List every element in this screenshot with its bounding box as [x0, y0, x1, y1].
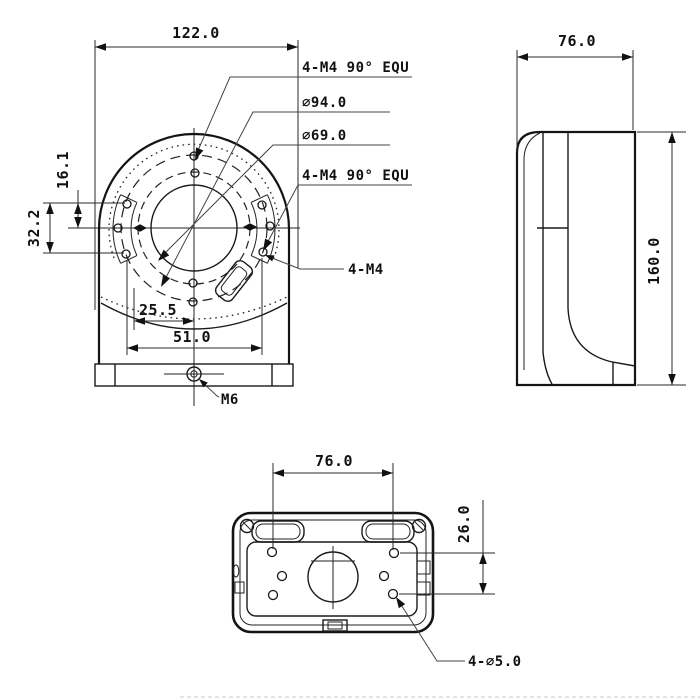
front-center-hole: [150, 184, 238, 272]
edge-clips: [232, 560, 431, 632]
side-view: 76.0 160.0: [515, 32, 686, 387]
dim-side-height: 160.0: [637, 131, 686, 386]
callout-m6: M6: [199, 379, 239, 408]
callout-dia94: ∅94.0: [161, 95, 390, 287]
dim-hole-spacing: 32.2: [25, 202, 125, 254]
bottom-center-hole: [307, 546, 359, 609]
bottom-view: 76.0 26.0 4-∅5.0: [231, 452, 522, 670]
dia94-label: ∅94.0: [302, 95, 347, 111]
dim-side-width: 76.0: [516, 32, 634, 152]
bottom-width-label: 76.0: [315, 452, 353, 470]
left-hole-mark: [133, 224, 147, 232]
front-centerlines: [68, 128, 300, 406]
bottom-mount-holes: [266, 546, 400, 601]
top-slots: [251, 520, 415, 543]
inner-plate: [246, 541, 418, 617]
dim-slot-full: 51.0: [126, 258, 263, 355]
callout-m6-label: M6: [221, 392, 239, 408]
cable-slot: [214, 260, 254, 302]
slot-half-label: 25.5: [139, 301, 177, 319]
callout-dia5: 4-∅5.0: [396, 597, 522, 670]
right-hole-mark: [243, 223, 257, 231]
callout-m4-side-label: 4-M4: [348, 262, 384, 278]
base-hole-m6: [164, 366, 224, 382]
front-mount-holes: [113, 151, 275, 307]
callout-m4-top: 4-M4 90° EQU: [195, 60, 412, 160]
callout-m4-top-label: 4-M4 90° EQU: [302, 60, 409, 76]
dim-bottom-offset: 26.0: [399, 500, 495, 595]
dim-slot-half: 25.5: [133, 288, 194, 330]
callout-dia5-label: 4-∅5.0: [468, 654, 522, 670]
dim-hole-offset: 16.1: [54, 151, 82, 228]
side-width-label: 76.0: [558, 32, 596, 50]
callout-dia69: ∅69.0: [158, 128, 390, 261]
bottom-offset-label: 26.0: [455, 505, 473, 543]
front-outline: [94, 132, 294, 387]
hole-offset-label: 16.1: [54, 151, 72, 189]
chamfer-arc: [108, 143, 280, 259]
side-height-label: 160.0: [645, 237, 663, 285]
callout-m4-mid-label: 4-M4 90° EQU: [302, 168, 409, 184]
callout-m4-side: 4-M4: [265, 255, 384, 278]
front-view: 122.0 16.1 32.2 25.5: [25, 24, 412, 408]
hole-spacing-label: 32.2: [25, 209, 43, 247]
dia69-label: ∅69.0: [302, 128, 347, 144]
side-outline: [515, 130, 637, 387]
callout-m4-mid: 4-M4 90° EQU: [263, 168, 412, 251]
dim-bottom-width: 76.0: [272, 452, 394, 550]
dim-front-width: 122.0: [94, 24, 299, 310]
slot-full-label: 51.0: [173, 328, 211, 346]
front-width-label: 122.0: [172, 24, 220, 42]
